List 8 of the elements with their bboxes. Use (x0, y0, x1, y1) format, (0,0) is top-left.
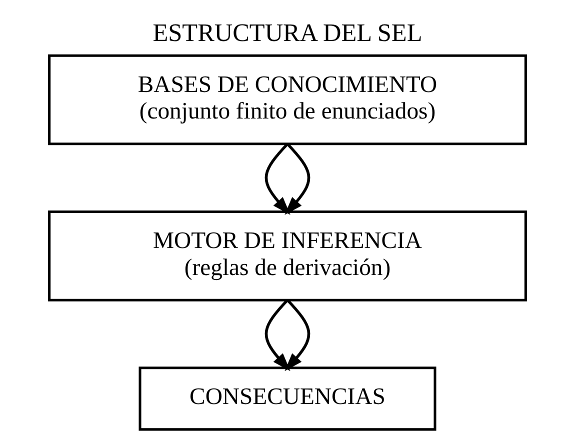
arrow (264, 142, 290, 215)
arrow (284, 299, 310, 372)
arrow (264, 299, 290, 372)
arrow (284, 142, 310, 215)
diagram-title: ESTRUCTURA DEL SEL (152, 20, 422, 48)
node-box: MOTOR DE INFERENCIA (reglas de derivación) (48, 210, 526, 302)
node-box: CONSECUENCIAS (138, 366, 436, 431)
node-box: BASES DE CONOCIMIENTO (conjunto finito de enunciados) (48, 54, 526, 146)
